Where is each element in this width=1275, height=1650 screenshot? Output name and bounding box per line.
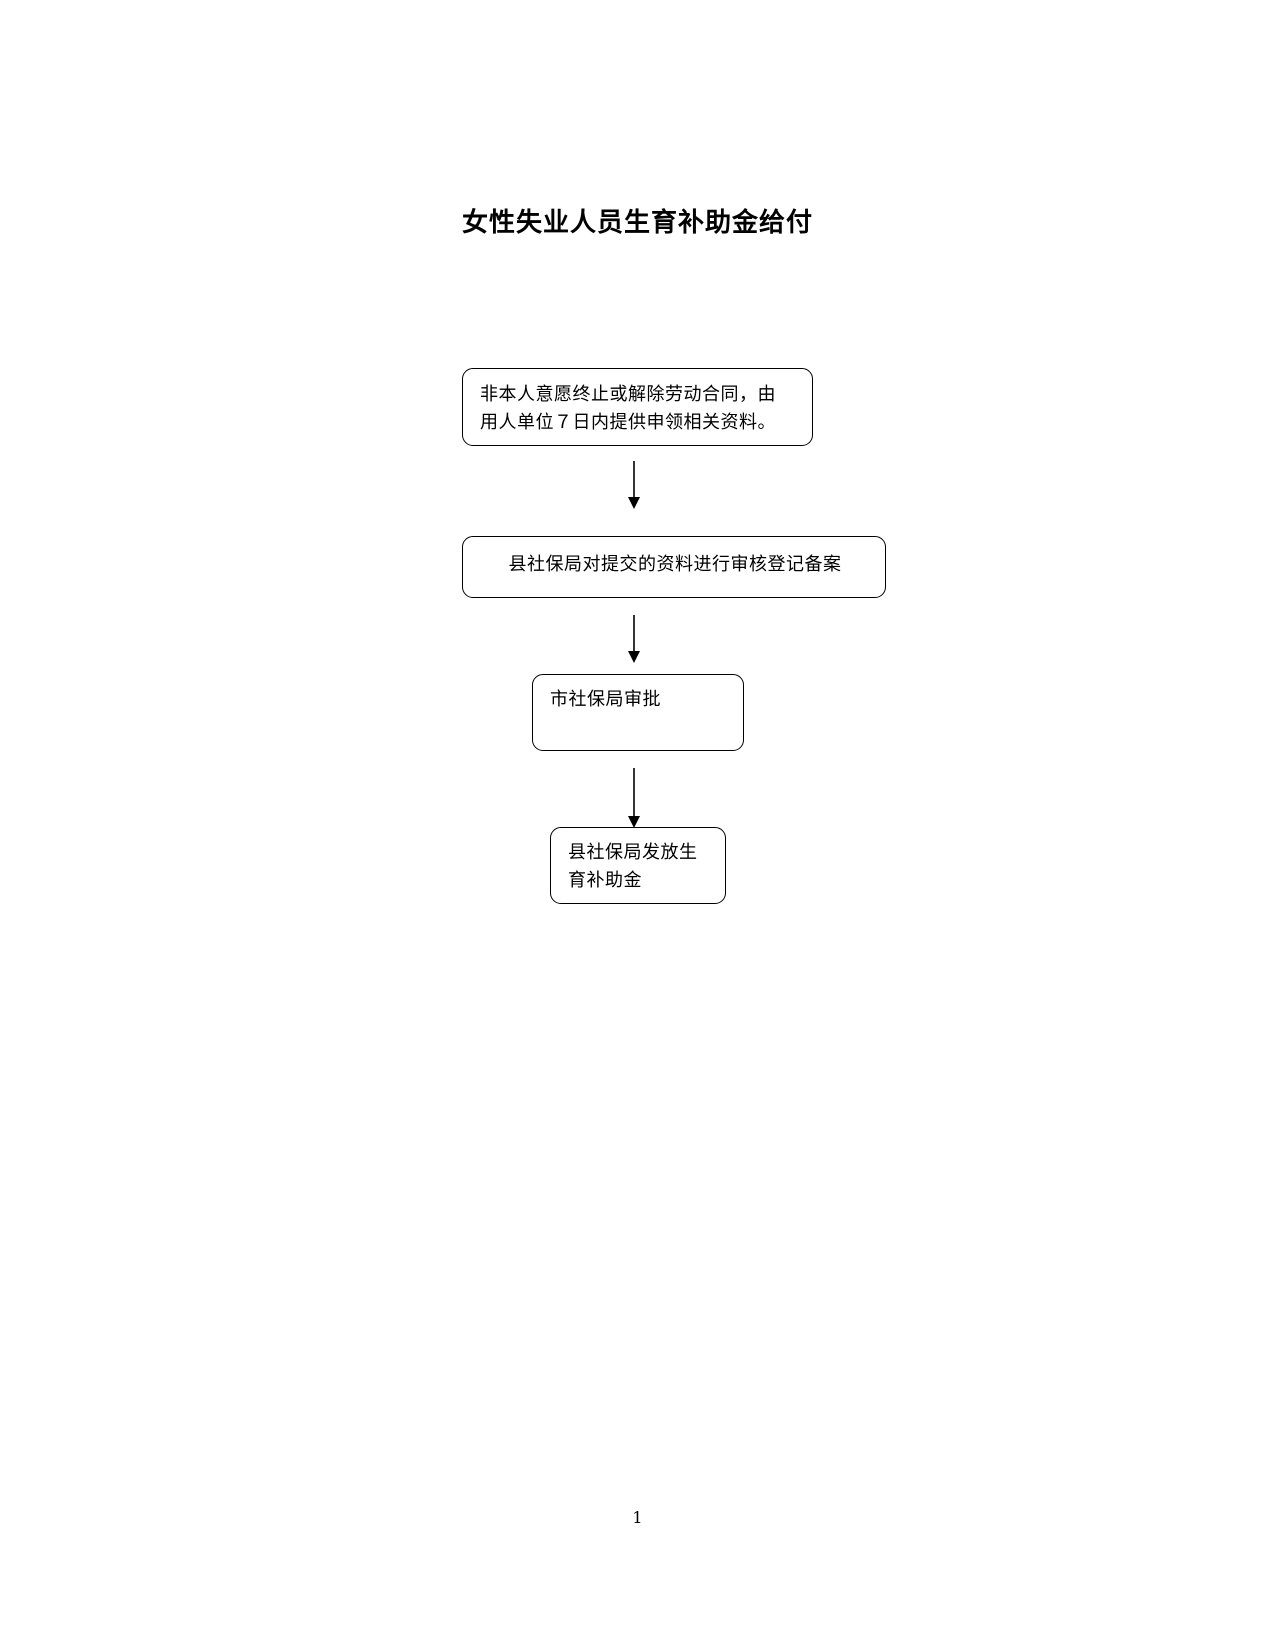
flow-step-label: 非本人意愿终止或解除劳动合同，由 用人单位７日内提供申领相关资料。 xyxy=(480,384,776,433)
flow-step-label: 市社保局审批 xyxy=(550,689,661,710)
flow-step-submit-materials: 非本人意愿终止或解除劳动合同，由 用人单位７日内提供申领相关资料。 xyxy=(462,368,813,446)
page-title: 女性失业人员生育补助金给付 xyxy=(461,208,813,238)
page-number: 1 xyxy=(632,1508,643,1527)
flow-step-label: 县社保局发放生 育补助金 xyxy=(568,842,698,891)
arrow-down-icon xyxy=(628,615,640,663)
flow-step-county-review: 县社保局对提交的资料进行审核登记备案 xyxy=(462,536,886,598)
flow-step-city-approval: 市社保局审批 xyxy=(532,674,744,751)
flow-step-county-payment: 县社保局发放生 育补助金 xyxy=(550,827,726,904)
flow-step-label: 县社保局对提交的资料进行审核登记备案 xyxy=(508,554,842,575)
arrow-down-icon xyxy=(628,461,640,509)
arrow-down-icon xyxy=(628,768,640,828)
